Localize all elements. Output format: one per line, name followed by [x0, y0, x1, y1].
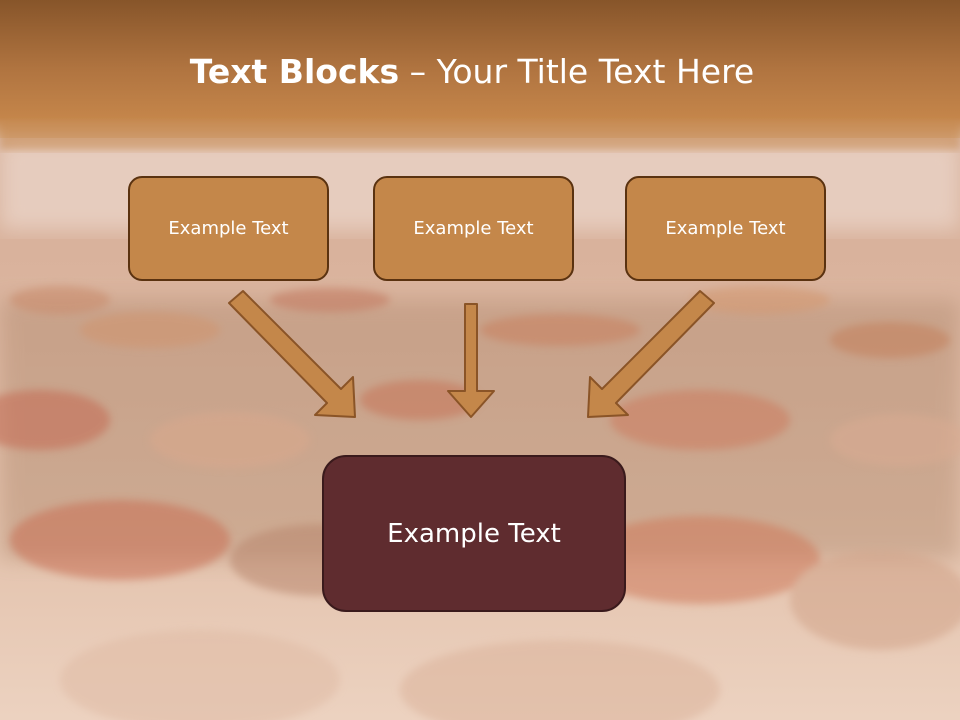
arrow-center-down: [447, 303, 495, 418]
arrow-right-diagonal: [587, 290, 715, 418]
text-block-top-right[interactable]: Example Text: [625, 176, 826, 281]
arrow-left-diagonal: [228, 290, 356, 418]
text-block-bottom[interactable]: Example Text: [322, 455, 626, 612]
title-bold: Text Blocks: [189, 52, 400, 91]
title-rest: Your Title Text Here: [436, 52, 755, 91]
text-block-top-center[interactable]: Example Text: [373, 176, 574, 281]
text-block-top-left[interactable]: Example Text: [128, 176, 329, 281]
title-separator: –: [399, 52, 437, 91]
slide-title: Text Blocks – Your Title Text Here: [0, 52, 944, 91]
